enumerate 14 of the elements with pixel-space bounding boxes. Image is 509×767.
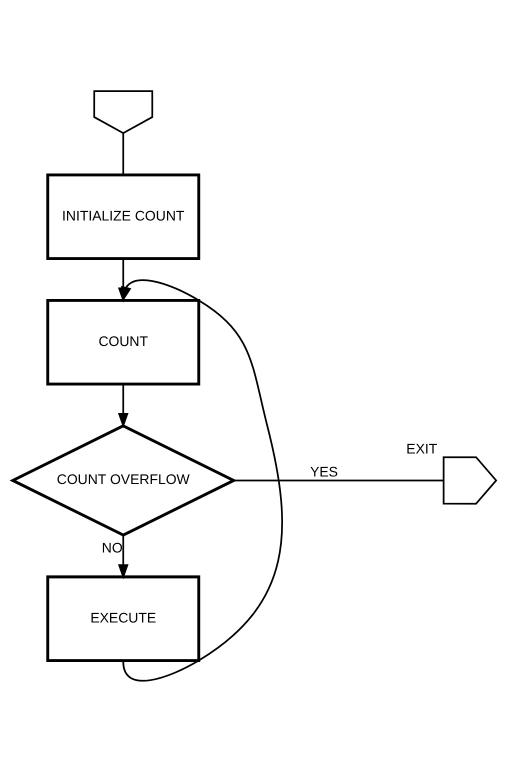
node-label: EXIT — [406, 440, 438, 456]
arrow — [118, 384, 129, 428]
node-box: EXECUTE — [46, 574, 200, 662]
node-box: INITIALIZE COUNT — [46, 172, 200, 260]
node-diamond: COUNT OVERFLOW — [10, 424, 237, 536]
arrow — [121, 278, 283, 682]
connector — [122, 132, 124, 174]
arrow — [118, 534, 129, 579]
node-pentagon — [442, 456, 498, 504]
connector — [234, 479, 444, 481]
edge-label: NO — [102, 538, 123, 555]
node-pentagon — [93, 90, 154, 134]
node-box: COUNT — [46, 298, 200, 385]
edge-label: YES — [310, 463, 338, 480]
